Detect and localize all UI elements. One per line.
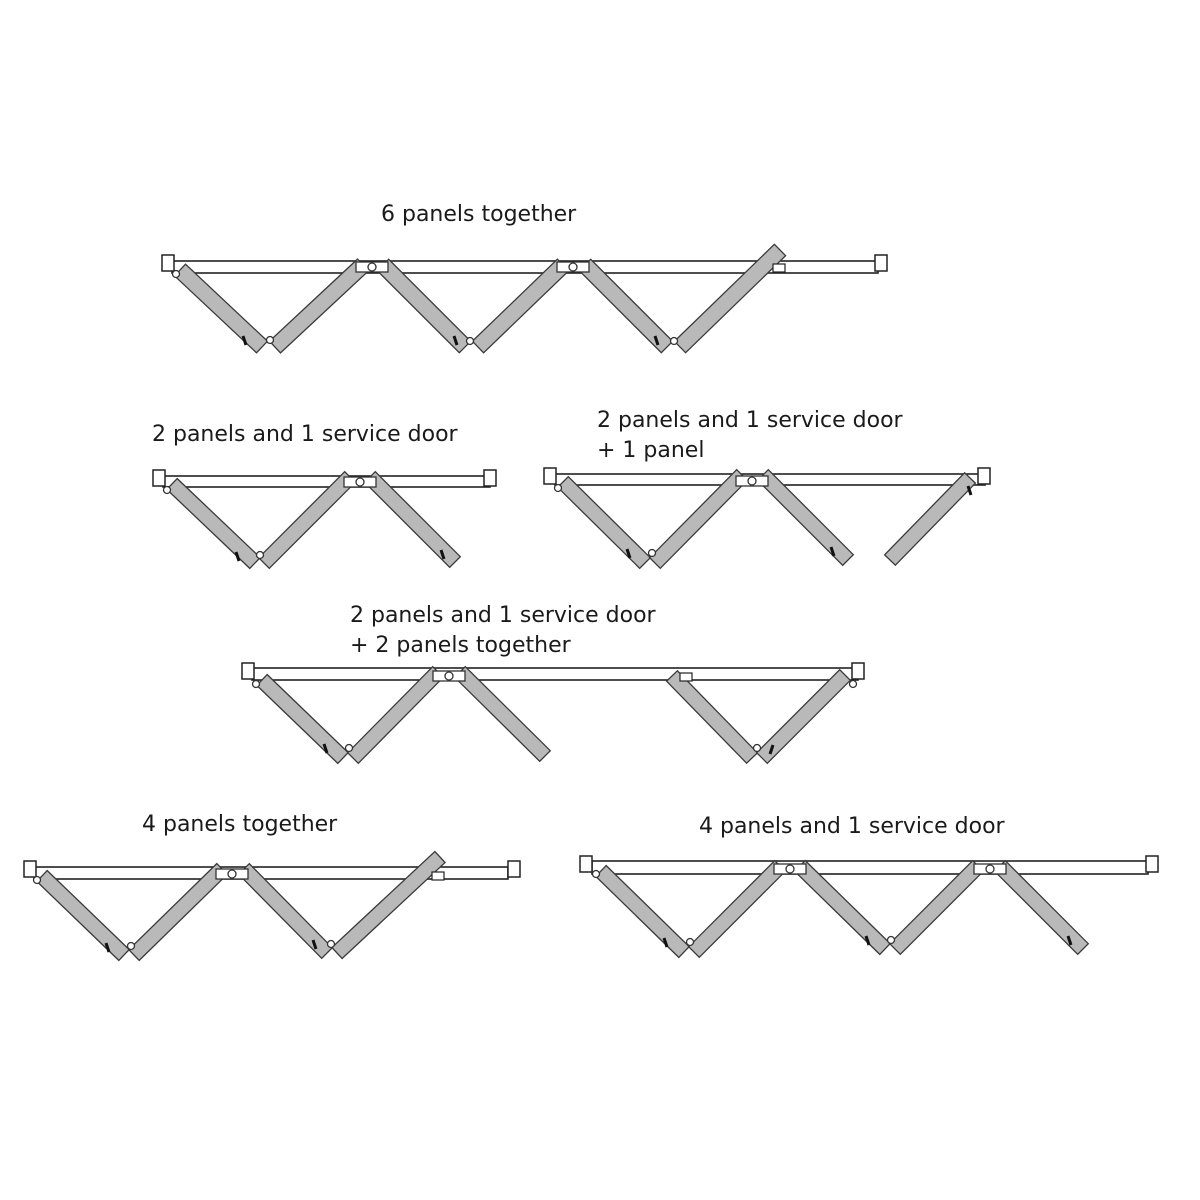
folding-panel bbox=[165, 477, 262, 570]
handle-mark bbox=[234, 551, 241, 562]
hinge-pivot bbox=[255, 550, 265, 560]
folding-panel bbox=[673, 243, 787, 354]
diagram-4-panels-service-door bbox=[579, 855, 1159, 959]
folding-panel bbox=[173, 263, 269, 354]
handle-mark bbox=[829, 546, 836, 557]
end-post bbox=[1145, 855, 1159, 873]
folding-panel bbox=[665, 669, 759, 765]
folding-panel bbox=[127, 862, 229, 962]
end-post bbox=[483, 469, 497, 487]
hinge-pivot bbox=[647, 548, 657, 558]
track-rail bbox=[591, 860, 1149, 875]
hinge-pivot bbox=[848, 679, 858, 689]
lock-block bbox=[772, 263, 786, 273]
roller-wheel bbox=[747, 476, 757, 486]
diagram-4-panels-together bbox=[23, 850, 521, 962]
hinge-pivot bbox=[265, 335, 275, 345]
roller-wheel bbox=[444, 671, 454, 681]
label-2-panels-service-door-plus-panel-line1: 2 panels and 1 service door bbox=[597, 408, 903, 433]
roller-wheel bbox=[367, 262, 377, 272]
handle-mark bbox=[322, 743, 329, 754]
folding-panel bbox=[363, 470, 462, 569]
hinge-pivot bbox=[162, 485, 172, 495]
hinge-pivot bbox=[32, 875, 42, 885]
label-2-panels-service-door-plus-two-line1: 2 panels and 1 service door bbox=[350, 603, 656, 628]
folding-panel bbox=[255, 673, 350, 765]
end-post bbox=[977, 467, 991, 485]
folding-panel bbox=[888, 859, 985, 956]
hinge-pivot bbox=[126, 941, 136, 951]
label-2-panels-service-door: 2 panels and 1 service door bbox=[152, 422, 458, 447]
roller-wheel bbox=[355, 477, 365, 487]
hinge-pivot bbox=[591, 869, 601, 879]
track-rail bbox=[251, 667, 859, 681]
end-post bbox=[874, 254, 888, 272]
diagram-2-panels-service-door-plus-panel bbox=[543, 467, 991, 570]
hinge-pivot bbox=[669, 336, 679, 346]
folding-panel bbox=[453, 665, 552, 763]
label-6-panels-together: 6 panels together bbox=[381, 202, 577, 227]
folding-panel bbox=[756, 468, 855, 567]
handle-mark bbox=[104, 942, 111, 953]
folding-panel bbox=[648, 468, 749, 570]
label-4-panels-service-door: 4 panels and 1 service door bbox=[699, 814, 1005, 839]
folding-panel bbox=[556, 475, 652, 570]
hinge-pivot bbox=[752, 743, 762, 753]
diagram-2-panels-service-door-plus-two bbox=[241, 662, 865, 765]
folding-panel bbox=[755, 668, 852, 765]
hinge-pivot bbox=[886, 935, 896, 945]
handle-mark bbox=[311, 939, 318, 950]
handle-mark bbox=[864, 935, 871, 946]
track-rail bbox=[162, 475, 491, 488]
hinge-pivot bbox=[171, 269, 181, 279]
handle-mark bbox=[241, 335, 248, 346]
label-4-panels-together: 4 panels together bbox=[142, 812, 338, 837]
end-post bbox=[507, 860, 521, 878]
handle-mark bbox=[653, 335, 660, 346]
hinge-pivot bbox=[251, 679, 261, 689]
handle-mark bbox=[625, 548, 632, 559]
folding-panel bbox=[883, 471, 977, 567]
hinge-pivot bbox=[465, 336, 475, 346]
lock-block bbox=[679, 672, 693, 682]
roller-wheel bbox=[785, 864, 795, 874]
diagram-2-panels-service-door bbox=[152, 469, 497, 570]
folding-panel bbox=[35, 869, 131, 962]
end-post bbox=[152, 469, 166, 487]
hinge-pivot bbox=[685, 937, 695, 947]
handle-mark bbox=[439, 549, 446, 560]
hinge-pivot bbox=[326, 939, 336, 949]
folding-panel bbox=[687, 859, 787, 959]
lock-block bbox=[431, 871, 445, 881]
folding-panel bbox=[594, 864, 691, 959]
end-post bbox=[161, 254, 175, 272]
handle-mark bbox=[662, 937, 669, 948]
label-2-panels-service-door-plus-panel-line2: + 1 panel bbox=[597, 438, 705, 463]
folding-panel bbox=[330, 850, 447, 960]
folding-panel bbox=[257, 470, 357, 570]
end-post bbox=[23, 860, 37, 878]
roller-wheel bbox=[568, 262, 578, 272]
end-post bbox=[579, 855, 593, 873]
handle-mark bbox=[452, 335, 459, 346]
folding-panel bbox=[471, 258, 570, 354]
folding-panel bbox=[346, 665, 445, 765]
hinge-pivot bbox=[344, 743, 354, 753]
hinge-pivot bbox=[553, 483, 563, 493]
end-post bbox=[241, 662, 255, 680]
handle-mark bbox=[768, 744, 775, 755]
end-post bbox=[851, 662, 865, 680]
diagram-6-panels-together bbox=[161, 243, 888, 354]
end-post bbox=[543, 467, 557, 485]
roller-wheel bbox=[227, 869, 237, 879]
handle-mark bbox=[1066, 935, 1073, 946]
folding-panel bbox=[268, 258, 370, 354]
label-2-panels-service-door-plus-two-line2: + 2 panels together bbox=[350, 633, 571, 658]
handle-mark bbox=[966, 485, 973, 496]
roller-wheel bbox=[985, 864, 995, 874]
